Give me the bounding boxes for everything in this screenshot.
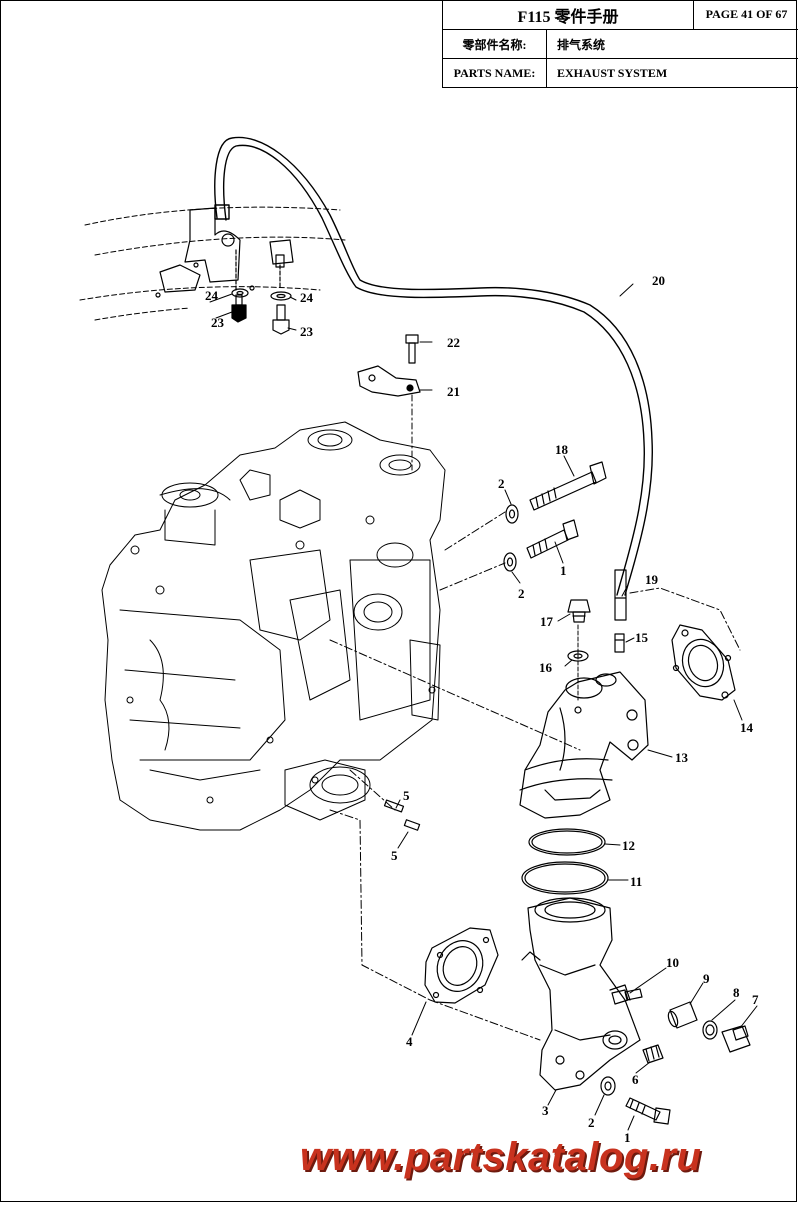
exhaust-manifold-13 bbox=[519, 671, 649, 819]
bolt-1-upper bbox=[526, 519, 579, 559]
exhaust-guide-3 bbox=[521, 897, 641, 1091]
engine-block bbox=[101, 421, 446, 831]
callout-24-right: 24 bbox=[300, 290, 314, 305]
o-ring-12 bbox=[528, 828, 606, 856]
callout-12: 12 bbox=[622, 838, 635, 853]
callout-23-right: 23 bbox=[300, 324, 314, 339]
bolt-1-lower bbox=[625, 1097, 671, 1125]
part-name-en-row: PARTS NAME: EXHAUST SYSTEM bbox=[443, 59, 798, 87]
pin-15 bbox=[614, 633, 625, 653]
callout-3: 3 bbox=[542, 1103, 549, 1118]
washer-2-upper-a bbox=[505, 504, 519, 524]
callout-1-upper: 1 bbox=[560, 563, 567, 578]
callout-19: 19 bbox=[645, 572, 659, 587]
callout-11: 11 bbox=[630, 874, 642, 889]
screw-23-left bbox=[231, 249, 247, 323]
upper-housing-details bbox=[155, 207, 294, 298]
collar-9 bbox=[667, 1001, 698, 1029]
washer-2-lower bbox=[600, 1076, 616, 1096]
callout-7: 7 bbox=[752, 992, 759, 1007]
callout-24-left: 24 bbox=[205, 288, 219, 303]
callout-23-left: 23 bbox=[211, 315, 225, 330]
callout-2-upper-a: 2 bbox=[498, 476, 505, 491]
gasket-4 bbox=[424, 927, 499, 1004]
dowel-pin-5-b bbox=[403, 819, 421, 831]
part-name-value-en: EXHAUST SYSTEM bbox=[557, 65, 668, 80]
hose-end-19 bbox=[614, 569, 627, 621]
washer-8 bbox=[702, 1020, 718, 1040]
callout-labels: 22 21 24 24 23 23 20 18 2 1 2 19 17 15 1… bbox=[205, 273, 759, 1145]
bracket-21 bbox=[357, 365, 421, 397]
callout-2-lower: 2 bbox=[588, 1115, 595, 1130]
gasket-14 bbox=[671, 624, 736, 701]
title-block: F115 零件手册 PAGE 41 OF 67 零部件名称: 排气系统 PART… bbox=[442, 0, 798, 88]
watermark: www.partskatalog.ru bbox=[300, 1135, 702, 1179]
callout-10: 10 bbox=[666, 955, 679, 970]
callout-9: 9 bbox=[703, 971, 710, 986]
callout-15: 15 bbox=[635, 630, 649, 645]
part-name-value-cn: 排气系统 bbox=[557, 37, 606, 52]
callout-21: 21 bbox=[447, 384, 460, 399]
bolt-18 bbox=[529, 461, 607, 511]
alignment-lines bbox=[329, 511, 741, 1041]
callout-1-lower: 1 bbox=[624, 1130, 631, 1145]
plug-7 bbox=[721, 1025, 751, 1053]
part-name-label-cn: 零部件名称: bbox=[443, 30, 547, 58]
dowel-pin-5-a bbox=[383, 799, 405, 813]
callout-17: 17 bbox=[540, 614, 554, 629]
callout-20: 20 bbox=[652, 273, 665, 288]
screw-23-right bbox=[272, 254, 290, 335]
o-ring-11 bbox=[521, 861, 609, 895]
callout-16: 16 bbox=[539, 660, 553, 675]
washer-24-left bbox=[231, 288, 249, 298]
leader-lines bbox=[209, 283, 758, 1131]
callout-22: 22 bbox=[447, 335, 460, 350]
bolt-22 bbox=[405, 334, 419, 364]
callout-4: 4 bbox=[406, 1034, 413, 1049]
washer-24-right bbox=[270, 291, 292, 301]
manual-title: F115 零件手册 bbox=[517, 8, 619, 26]
page-number: PAGE 41 OF 67 bbox=[693, 0, 799, 29]
plug-6 bbox=[642, 1044, 664, 1064]
callout-6: 6 bbox=[632, 1072, 639, 1087]
hose-20 bbox=[214, 136, 653, 596]
callout-14: 14 bbox=[740, 720, 754, 735]
callout-18: 18 bbox=[555, 442, 569, 457]
callout-2-upper-b: 2 bbox=[518, 586, 525, 601]
callout-5-b: 5 bbox=[391, 848, 398, 863]
callout-8: 8 bbox=[733, 985, 740, 1000]
washer-2-upper-b bbox=[503, 552, 517, 572]
bolt-10 bbox=[611, 988, 643, 1005]
title-row: F115 零件手册 PAGE 41 OF 67 bbox=[443, 0, 798, 30]
callout-13: 13 bbox=[675, 750, 689, 765]
callout-5-a: 5 bbox=[403, 788, 410, 803]
part-name-label-en: PARTS NAME: bbox=[443, 59, 547, 87]
part-name-cn-row: 零部件名称: 排气系统 bbox=[443, 30, 798, 59]
plug-17 bbox=[567, 599, 591, 623]
